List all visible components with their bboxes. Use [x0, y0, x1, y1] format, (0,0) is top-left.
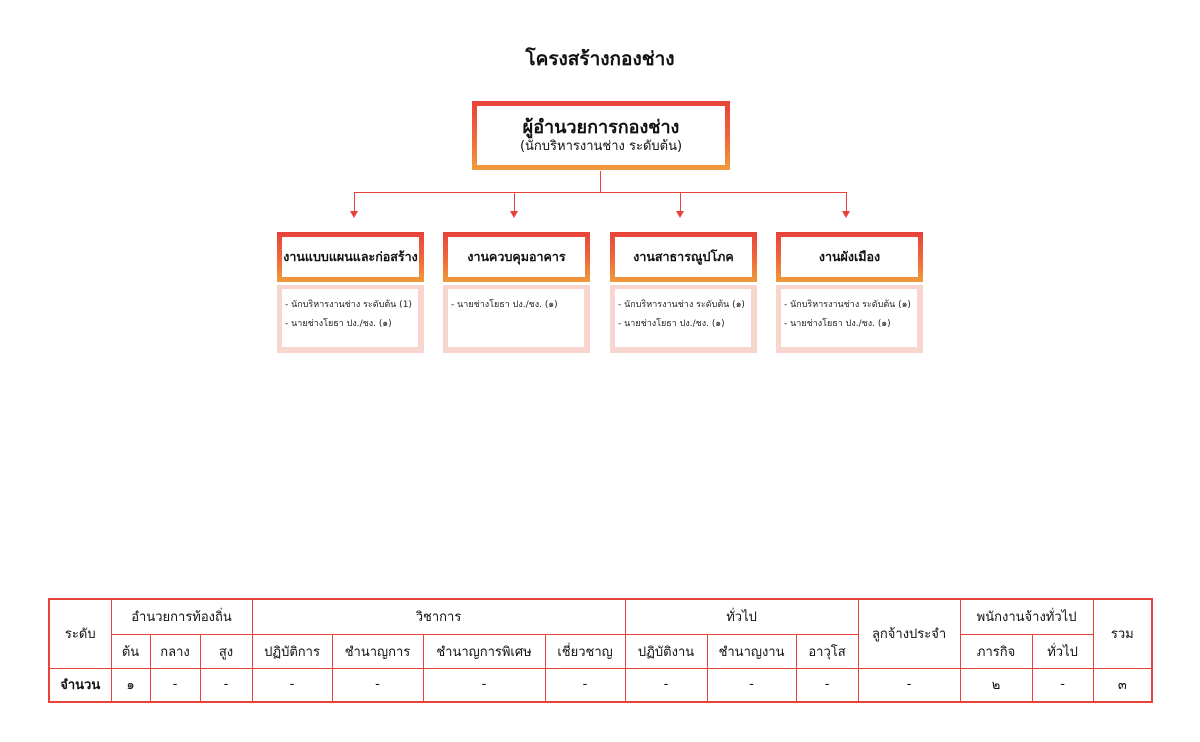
count-cell: - — [544, 667, 626, 703]
arrow-down-icon — [350, 211, 358, 218]
department-box-design-construction: งานแบบแผนและก่อสร้าง — [277, 232, 424, 282]
group-header-academic: วิชาการ — [251, 598, 626, 635]
group-header-contract-employee: พนักงานจ้างทั่วไป — [959, 598, 1094, 635]
sub-header: ภารกิจ — [959, 633, 1033, 669]
sub-header: อาวุโส — [795, 633, 859, 669]
connector-trunk — [600, 171, 601, 192]
department-box-city-planning: งานผังเมือง — [776, 232, 923, 282]
director-title: ผู้อำนวยการกองช่าง — [522, 116, 680, 138]
sub-header: ทั่วไป — [1031, 633, 1094, 669]
count-cell: - — [199, 667, 253, 703]
sub-header: สูง — [199, 633, 253, 669]
arrow-down-icon — [676, 211, 684, 218]
connector-drop — [846, 192, 847, 211]
count-cell: ๑ — [110, 667, 151, 703]
sub-header: เชี่ยวชาญ — [544, 633, 626, 669]
staff-item: - นายช่างโยธา ปง./ชง. (๑) — [784, 319, 891, 329]
sub-header: ชำนาญการ — [331, 633, 424, 669]
group-header-total: รวม — [1092, 598, 1153, 669]
staff-box-building-control: - นายช่างโยธา ปง./ชง. (๑) — [443, 285, 590, 353]
sub-header: ต้น — [110, 633, 151, 669]
staff-box-public-utilities: - นักบริหารงานช่าง ระดับต้น (๑) - นายช่า… — [610, 285, 757, 353]
sub-header: กลาง — [149, 633, 201, 669]
count-cell: - — [1031, 667, 1094, 703]
group-header-local-admin: อำนวยการท้องถิ่น — [110, 598, 253, 635]
group-header-permanent-employee: ลูกจ้างประจำ — [857, 598, 961, 669]
connector-drop — [354, 192, 355, 211]
group-header-general: ทั่วไป — [624, 598, 859, 635]
page-title: โครงสร้างกองช่าง — [525, 48, 675, 70]
count-cell: - — [706, 667, 797, 703]
count-cell: - — [422, 667, 546, 703]
count-cell: - — [251, 667, 333, 703]
count-cell-total: ๓ — [1092, 667, 1153, 703]
staff-item: - นายช่างโยธา ปง./ชง. (๑) — [451, 300, 558, 310]
connector-drop — [514, 192, 515, 211]
staff-summary-table: ระดับ อำนวยการท้องถิ่น วิชาการ ทั่วไป ลู… — [48, 598, 1154, 703]
department-box-public-utilities: งานสาธารณูปโภค — [610, 232, 757, 282]
connector-drop — [680, 192, 681, 211]
count-cell: - — [624, 667, 708, 703]
director-subtitle: (นักบริหารงานช่าง ระดับต้น) — [519, 138, 683, 154]
sub-header: ชำนาญการพิเศษ — [422, 633, 546, 669]
connector-bus — [354, 192, 847, 193]
sub-header: ปฏิบัติงาน — [624, 633, 708, 669]
department-name: งานแบบแผนและก่อสร้าง — [282, 237, 419, 277]
department-name: งานสาธารณูปโภค — [615, 237, 752, 277]
count-cell: - — [857, 667, 961, 703]
count-cell: - — [331, 667, 424, 703]
count-cell: - — [795, 667, 859, 703]
department-name: งานผังเมือง — [781, 237, 918, 277]
sub-header: ปฏิบัติการ — [251, 633, 333, 669]
staff-item: - นายช่างโยธา ปง./ชง. (๑) — [618, 319, 725, 329]
count-label: จำนวน — [48, 667, 112, 703]
department-box-building-control: งานควบคุมอาคาร — [443, 232, 590, 282]
count-cell: - — [149, 667, 201, 703]
count-cell: ๒ — [959, 667, 1033, 703]
level-header: ระดับ — [48, 598, 112, 669]
arrow-down-icon — [510, 211, 518, 218]
staff-item: - นักบริหารงานช่าง ระดับต้น (1) — [285, 300, 412, 310]
staff-item: - นักบริหารงานช่าง ระดับต้น (๑) — [784, 300, 911, 310]
staff-item: - นักบริหารงานช่าง ระดับต้น (๑) — [618, 300, 745, 310]
staff-box-design-construction: - นักบริหารงานช่าง ระดับต้น (1) - นายช่า… — [277, 285, 424, 353]
department-name: งานควบคุมอาคาร — [448, 237, 585, 277]
staff-box-city-planning: - นักบริหารงานช่าง ระดับต้น (๑) - นายช่า… — [776, 285, 923, 353]
staff-item: - นายช่างโยธา ปง./ชง. (๑) — [285, 319, 392, 329]
director-box: ผู้อำนวยการกองช่าง (นักบริหารงานช่าง ระด… — [472, 101, 730, 170]
arrow-down-icon — [842, 211, 850, 218]
sub-header: ชำนาญงาน — [706, 633, 797, 669]
